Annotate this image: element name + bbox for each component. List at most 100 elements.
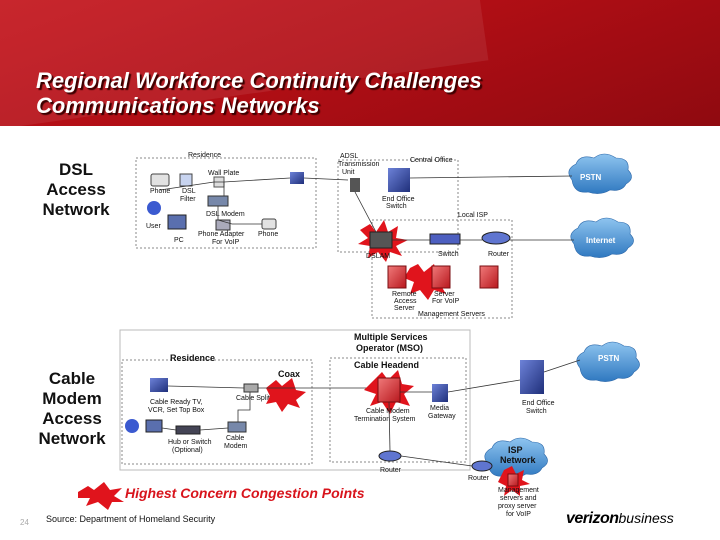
isp-router-cable-icon: [471, 460, 493, 472]
cable-modem-label-1: Cable: [226, 435, 244, 442]
central-office-label: Central Office: [410, 157, 453, 164]
coax-congestion-point: [266, 378, 306, 412]
gateway-to-switch-wire: [447, 379, 521, 393]
adsl-label-3: Unit: [342, 169, 355, 176]
dsl-filter-label-1: DSL: [182, 188, 196, 195]
media-gateway-icon: [432, 384, 448, 402]
mgmt-servers-label: Management Servers: [418, 311, 485, 318]
dsl-residence-box: [135, 157, 317, 249]
phone-adapter-label-1: Phone Adapter: [198, 231, 245, 238]
dsl-modem-label: DSL Modem: [206, 211, 245, 218]
dsl-line-to-nid: [223, 177, 291, 183]
local-isp-label: Local ISP: [458, 212, 488, 219]
hub-label-1: Hub or Switch: [168, 439, 212, 446]
cmts-label-1: Cable Modem: [366, 408, 410, 415]
adsl-unit-icon: [350, 178, 360, 192]
cable-end-office-switch-icon: [520, 360, 544, 394]
cable-residence-box: [121, 359, 313, 465]
cable-label-2: Modem: [42, 389, 102, 408]
wall-plate-label: Wall Plate: [208, 170, 239, 177]
cable-outer-box: [119, 329, 471, 471]
cable-panel-label: Cable Modem Access Network: [32, 369, 112, 449]
end-office-label-1: End Office: [382, 196, 415, 203]
remote-access-server-icon: [387, 265, 407, 289]
voip-phone-icon: [261, 218, 277, 230]
phone-label: Phone: [150, 188, 170, 195]
ras-label-2: Access: [394, 298, 417, 305]
phone-2-label: Phone: [258, 231, 278, 238]
hub-label-2: (Optional): [172, 447, 203, 454]
tv-to-splitter-wire: [167, 385, 245, 389]
legend-congestion-icon: [78, 482, 124, 510]
phone-adapter-icon: [215, 219, 231, 231]
dsl-label-1: DSL: [59, 160, 93, 179]
ras-label-1: Remote: [392, 291, 417, 298]
dsl-adsl-dslam-wire: [354, 191, 377, 233]
phone-icon: [150, 173, 170, 187]
title-banner: [0, 0, 720, 126]
cable-headend-label: Cable Headend: [354, 360, 419, 370]
dsl-residence-label: Residence: [188, 152, 221, 159]
mso-router-label: Router: [380, 467, 402, 474]
user-label: User: [146, 223, 161, 230]
source-note: Source: Department of Homeland Security: [46, 514, 216, 524]
pc-icon: [167, 214, 187, 230]
cable-splitter-label: Cable Splitter: [236, 395, 279, 402]
local-isp-box: [371, 219, 513, 319]
pc-label: PC: [174, 237, 184, 244]
co-to-pstn-wire: [409, 175, 573, 179]
cable-pstn-cloud: [576, 341, 640, 382]
cable-label-3: Access: [42, 409, 102, 428]
cmts-to-router-wire: [388, 401, 391, 452]
cable-pstn-label: PSTN: [598, 354, 620, 363]
nid-icon: [290, 172, 304, 184]
switch-to-pstn-wire: [543, 359, 581, 373]
cable-splitter-icon: [243, 383, 259, 393]
title-line-2: Communications Networks: [36, 93, 320, 118]
isp-mgmt-label-1: Management: [498, 487, 539, 494]
mso-label-2: Operator (MSO): [356, 343, 423, 353]
cable-label-4: Network: [38, 429, 106, 448]
isp-router-cable-label: Router: [468, 475, 490, 482]
cable-panel: Multiple Services Operator (MSO) Residen…: [119, 329, 640, 518]
dsl-label-2: Access: [46, 180, 106, 199]
logo-sub: business: [618, 510, 674, 526]
dsl-panel-label: DSL Access Network: [38, 160, 114, 220]
media-gateway-label-1: Media: [430, 405, 449, 412]
end-office-switch-icon: [388, 168, 410, 192]
coax-label: Coax: [278, 369, 300, 379]
cable-label-1: Cable: [48, 369, 96, 388]
logo-brand: verizon: [566, 510, 619, 527]
internet-cloud: [570, 217, 634, 258]
isp-mgmt-server-icon: [507, 473, 519, 487]
dsl-pstn-label: PSTN: [580, 173, 602, 182]
dsl-line-to-co: [303, 177, 349, 181]
cable-end-office-label-2: Switch: [526, 408, 547, 415]
isp-switch-icon: [429, 233, 461, 245]
page-number: 24: [20, 518, 29, 527]
dsl-home-wire: [159, 181, 225, 196]
voip-server-icon: [431, 265, 451, 289]
dsl-panel: Residence Wall Plate Phone DSL Filter Us…: [135, 152, 634, 319]
ras-label-3: Server: [394, 305, 415, 312]
mso-label-1: Multiple Services: [354, 332, 428, 342]
management-server-icon: [479, 265, 499, 289]
internet-label: Internet: [586, 236, 616, 245]
cable-modem-label-2: Modem: [224, 443, 248, 450]
dsl-filter-icon: [179, 173, 193, 187]
dsl-label-3: Network: [42, 200, 110, 219]
cable-modem-icon: [227, 421, 247, 433]
cable-ready-label-2: VCR, Set Top Box: [148, 407, 205, 414]
title-line-1: Regional Workforce Continuity Challenges: [36, 68, 482, 93]
cable-user-icon: [125, 419, 139, 433]
isp-network-label-2: Network: [500, 455, 537, 465]
verizon-business-logo: verizonbusiness: [566, 510, 674, 528]
isp-router-icon: [481, 231, 511, 245]
voip-server-label-2: For VoIP: [432, 298, 460, 305]
cable-end-office-label-1: End Office: [522, 400, 555, 407]
end-office-label-2: Switch: [386, 203, 407, 210]
isp-network-label-1: ISP: [508, 445, 523, 455]
splitter-to-modem-wire: [237, 392, 251, 422]
cmts-icon: [377, 377, 401, 403]
